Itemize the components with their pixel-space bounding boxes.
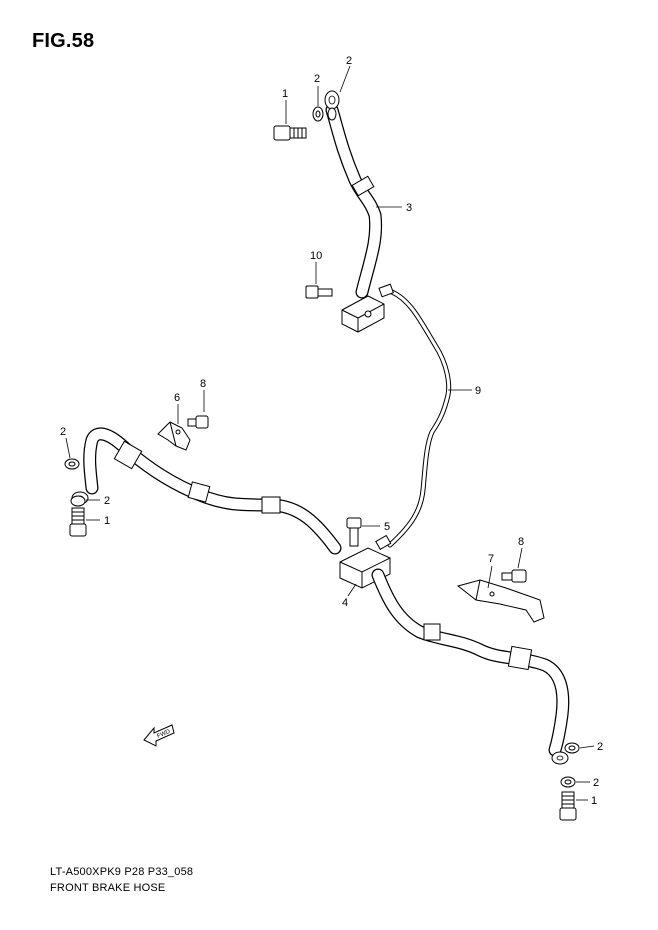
callout-1: 1 [591,795,597,807]
right-brake-hose [371,568,570,757]
callout-2: 2 [593,777,599,789]
fwd-label: FWD [156,729,172,740]
callout-2: 2 [346,55,352,67]
callout-1: 1 [282,88,288,100]
callouts: 1 2 2 3 10 9 6 8 2 2 1 5 4 7 8 2 2 1 [60,55,603,807]
callout-9: 9 [475,385,481,397]
union-bolt-left [69,507,87,537]
figure-number: FIG.58 [32,30,95,52]
callout-2: 2 [314,73,320,85]
callout-1: 1 [104,515,110,527]
callout-2: 2 [60,426,66,438]
part-title: FRONT BRAKE HOSE [50,882,166,894]
callout-3: 3 [406,202,412,214]
union-bolt-top [273,125,307,141]
left-brake-hose [83,427,342,555]
callout-5: 5 [384,521,390,533]
bolt-block-center [346,517,362,547]
banjo-fitting-right [551,751,569,765]
clamp-bolt-left [187,415,209,429]
union-bolt-right [559,791,577,821]
banjo-fitting-top [324,90,340,110]
bolt-block-top [305,285,333,299]
callout-6: 6 [174,392,180,404]
callout-10: 10 [310,250,322,262]
model-code: LT-A500XPK9 P28 P33_058 [50,866,194,878]
fwd-direction-arrow: FWD [143,724,175,747]
callout-2: 2 [104,495,110,507]
clamp-left [157,421,191,451]
callout-2: 2 [597,741,603,753]
callout-8: 8 [518,536,524,548]
callout-4: 4 [342,597,348,609]
callout-8: 8 [200,378,206,390]
callout-7: 7 [488,553,494,565]
brake-pipe [375,283,452,551]
clamp-right [456,579,545,623]
upper-junction-block [341,295,385,333]
clamp-bolt-right [501,569,527,583]
washers [64,106,580,788]
leader-lines [65,65,595,801]
upper-brake-hose [325,103,383,299]
